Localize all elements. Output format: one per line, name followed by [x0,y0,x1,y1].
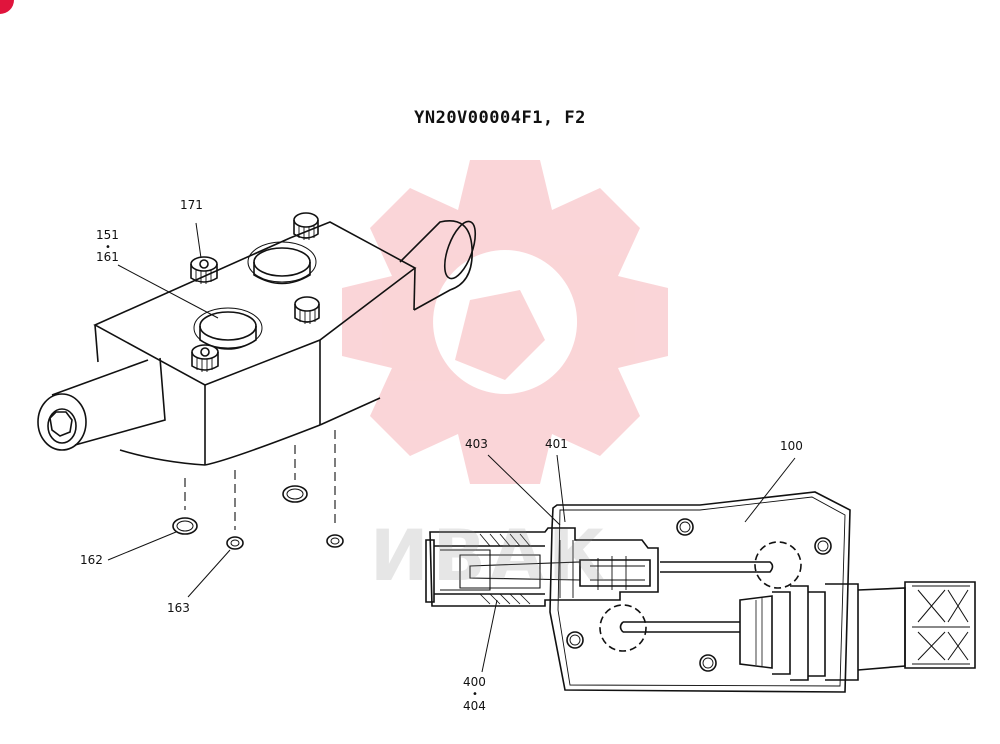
label-dot-151: • [105,242,111,253]
label-162: 162 [80,553,103,567]
pilot-valve-plate-assembly [425,454,976,693]
watermark-gear-logo [342,160,668,484]
label-163: 163 [167,601,190,615]
label-403: 403 [465,437,488,451]
valve-block-assembly [37,212,477,598]
label-404: 404 [463,699,486,713]
label-401: 401 [545,437,568,451]
screw-top-right [293,212,319,240]
label-400: 400 [463,675,486,689]
label-dot-400: • [472,689,478,700]
screw-front [191,344,219,372]
watermark-text: ИВАК [370,515,610,597]
label-161: 161 [96,250,119,264]
screw-center [294,296,320,324]
label-100: 100 [780,439,803,453]
screw-171-top [190,256,218,284]
diagram-title: YN20V00004F1, F2 [414,108,586,128]
label-151: 151 [96,228,119,242]
oring-162 [172,517,198,535]
label-171: 171 [180,198,203,212]
